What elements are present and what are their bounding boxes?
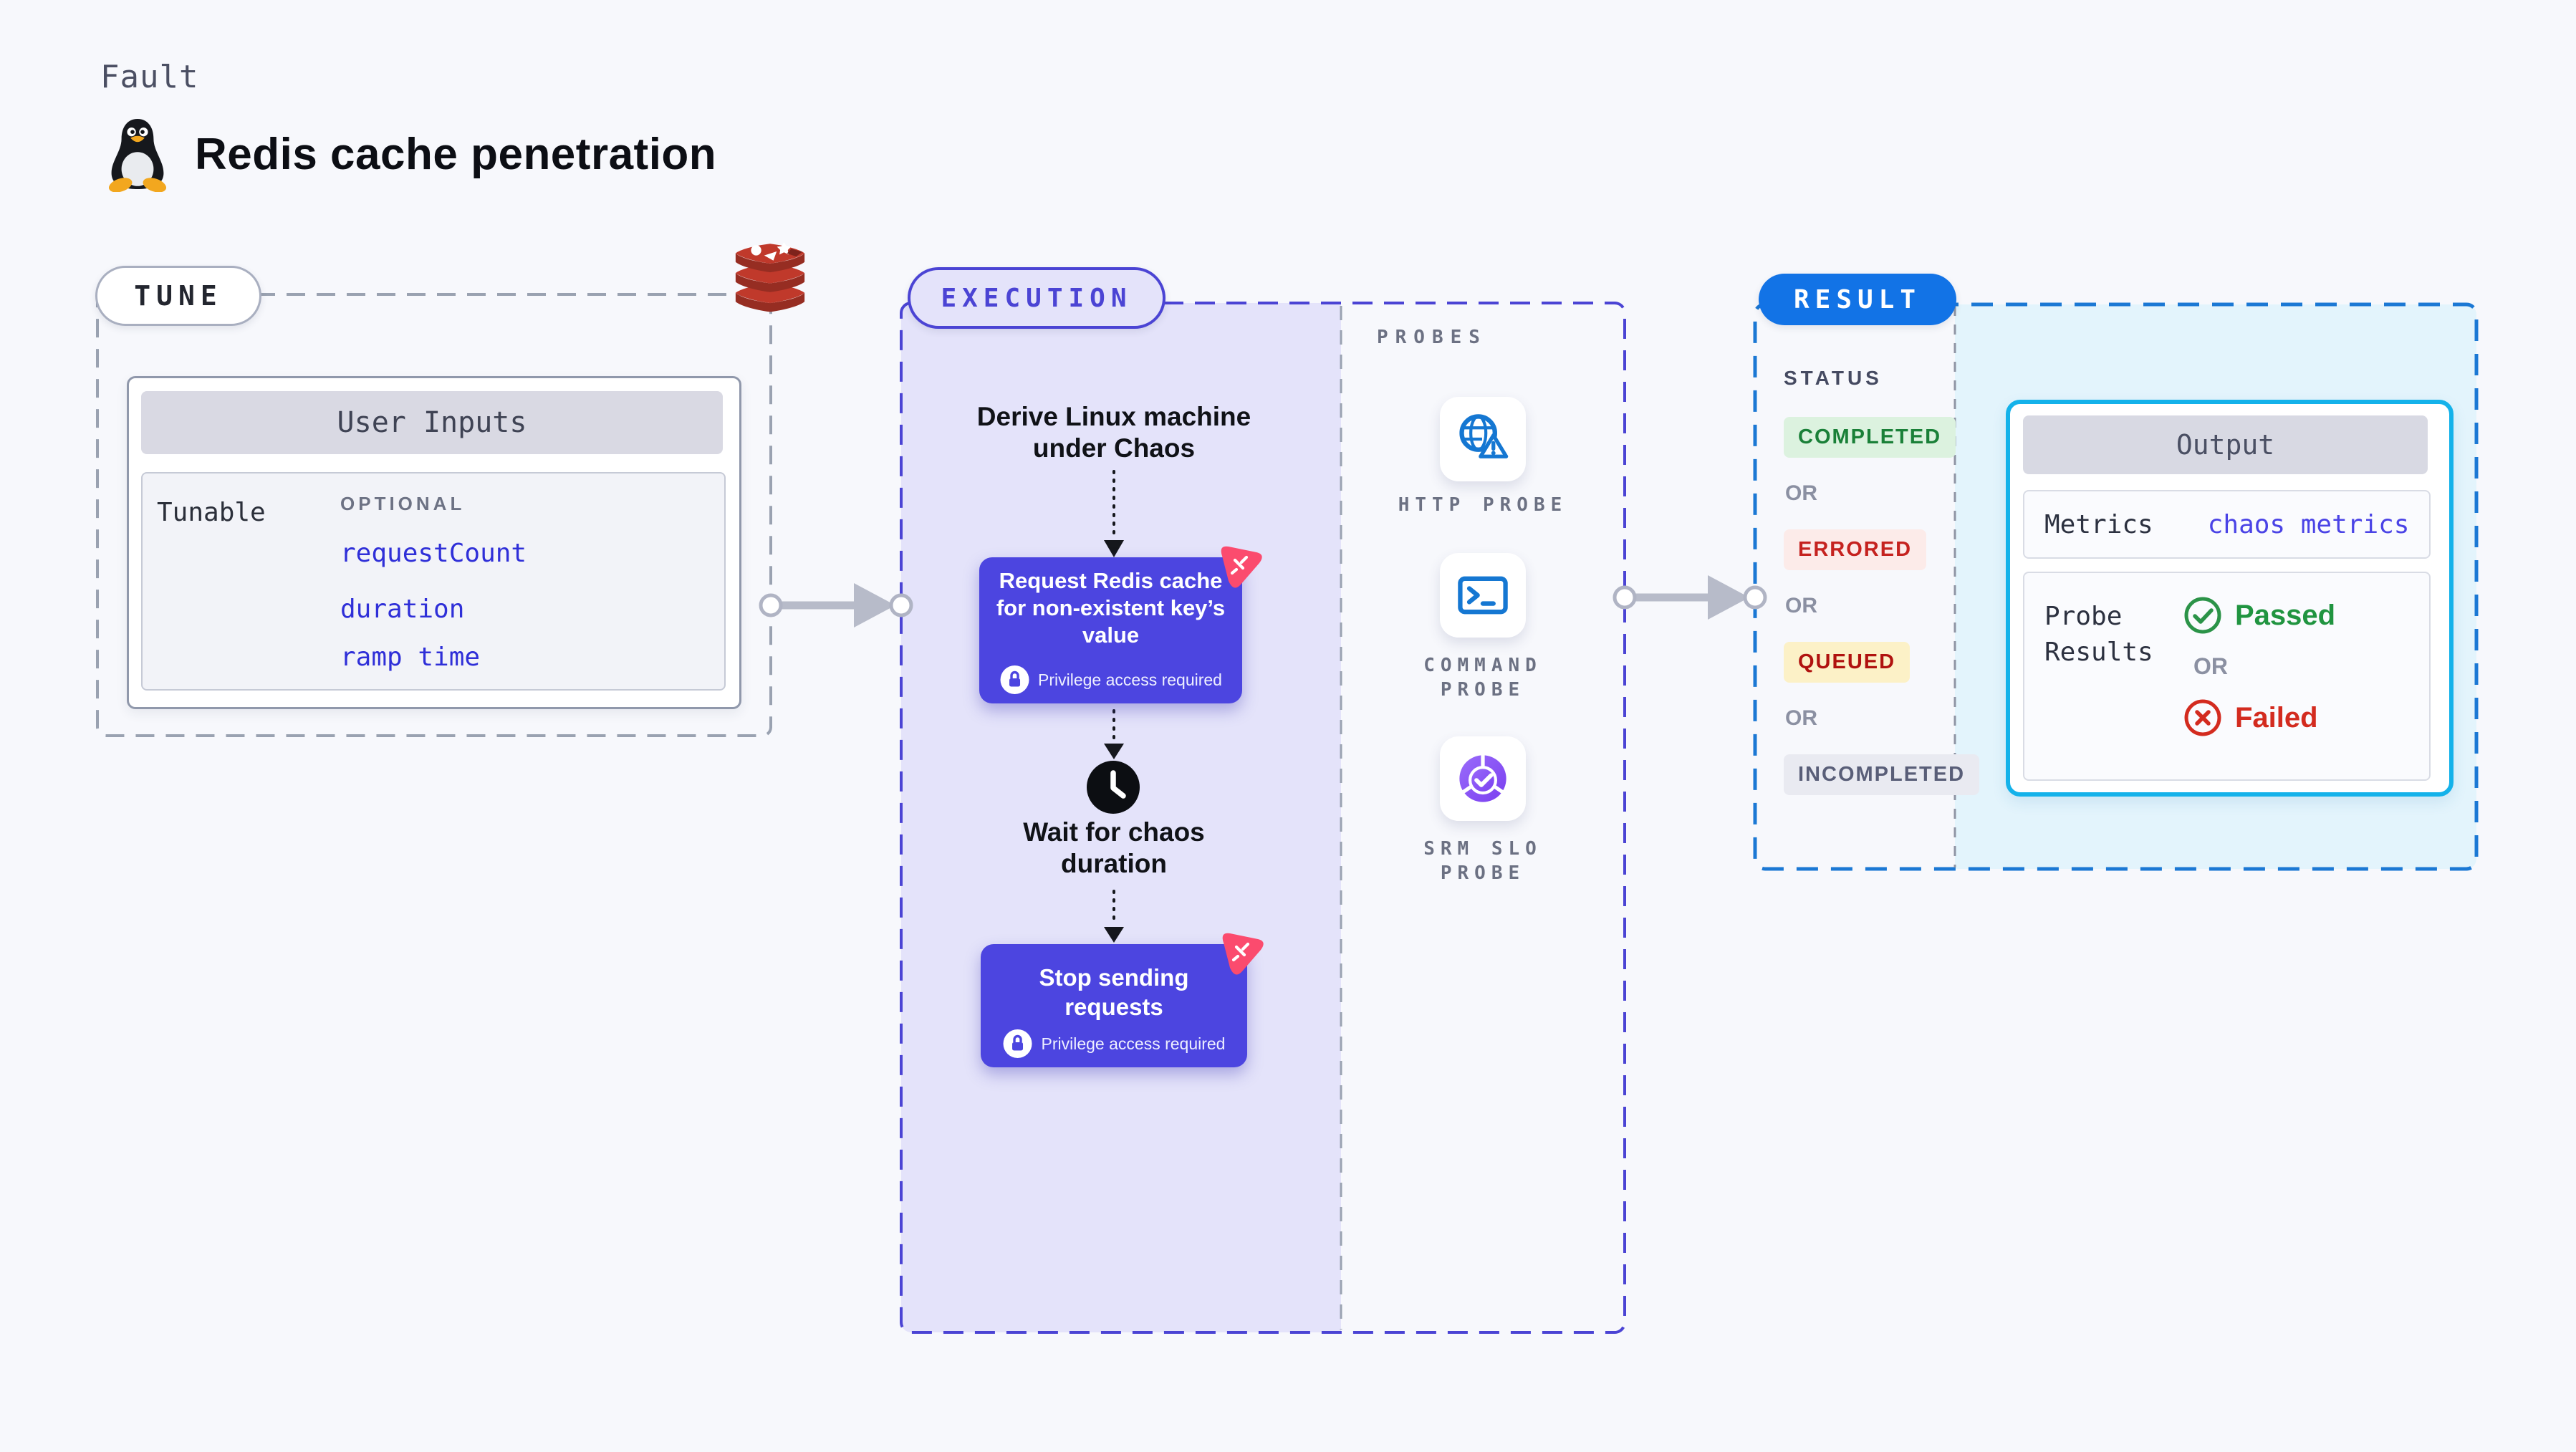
probe-results-values: Passed OR Failed [2183,596,2335,737]
or-separator: OR [1785,706,1817,730]
page-title: Redis cache penetration [195,130,717,179]
http-probe-card [1440,397,1526,481]
probe-results-row: Probe Results Passed OR Failed [2023,572,2431,781]
probes-section-label: PROBES [1377,327,1487,348]
tunable-link-ramp-time[interactable]: ramp time [340,643,481,672]
linux-tux-icon [108,119,167,192]
request-step-label: Request Redis cache for non-existent key… [996,568,1226,648]
command-probe-label: COMMAND PROBE [1423,655,1542,701]
status-title: STATUS [1784,367,1883,389]
check-circle-icon [2184,597,2221,634]
status-column: STATUS COMPLETED OR ERRORED OR QUEUED OR… [1784,367,1980,795]
or-separator: OR [1785,481,1817,505]
metrics-row: Metrics chaos metrics [2023,490,2431,559]
passed-label: Passed [2235,599,2336,631]
redis-logo-icon [735,242,805,312]
privilege-row: Privilege access required [999,665,1222,695]
srm-slo-probe-label: SRM SLO PROBE [1423,838,1542,884]
or-separator: OR [2193,653,2228,679]
execution-to-result-arrow [1613,575,1767,620]
tune-section-label: TUNE [95,266,261,326]
clock-icon [1087,761,1140,814]
status-badge-errored: ERRORED [1784,529,1927,570]
status-badge-incompleted: INCOMPLETED [1784,754,1980,795]
or-separator: OR [1785,594,1817,617]
terminal-icon [1458,576,1508,615]
redis-layer-top [735,242,805,273]
user-inputs-body [141,472,726,691]
user-inputs-header: User Inputs [141,391,723,454]
tune-to-execution-arrow [759,583,913,628]
slo-donut-check-icon [1459,754,1506,802]
chaos-metrics-link[interactable]: chaos metrics [2207,509,2410,539]
result-section-label: RESULT [1759,274,1956,325]
wait-step-label: Wait for chaos duration [1023,817,1205,878]
globe-alert-icon [1459,414,1509,458]
metrics-label: Metrics [2044,509,2153,539]
http-probe-label: HTTP PROBE [1398,494,1568,516]
passed-item: Passed [2183,596,2335,635]
tunable-row-label: Tunable [157,498,266,527]
privilege-note: Privilege access required [1038,670,1222,689]
status-badge-queued: QUEUED [1784,642,1911,683]
derive-step-label: Derive Linux machine under Chaos [976,402,1251,463]
probe-results-label: Probe Results [2044,602,2153,667]
optional-label: OPTIONAL [340,493,466,514]
chaos-badge-icon [1222,933,1264,975]
tunable-link-duration[interactable]: duration [340,595,465,624]
execution-section-label: EXECUTION [908,267,1166,329]
lock-icon [1003,1029,1032,1058]
privilege-note: Privilege access required [1041,1034,1226,1053]
failed-label: Failed [2235,701,2318,734]
output-header: Output [2023,415,2428,474]
tunable-link-requestcount[interactable]: requestCount [340,539,527,568]
lock-icon [1000,665,1029,694]
stop-requests-step: Stop sending requests Privilege access r… [981,944,1247,1067]
failed-item: Failed [2183,698,2318,737]
request-redis-step: Request Redis cache for non-existent key… [979,557,1242,703]
fault-kicker: Fault [100,59,199,95]
chaos-badge-icon [1221,546,1262,588]
status-badge-completed: COMPLETED [1784,417,1956,458]
srm-slo-probe-card [1440,736,1526,821]
x-circle-icon [2184,699,2221,736]
stop-step-label: Stop sending requests [1039,964,1189,1020]
privilege-row: Privilege access required [1003,1029,1226,1059]
command-probe-card [1440,553,1526,638]
